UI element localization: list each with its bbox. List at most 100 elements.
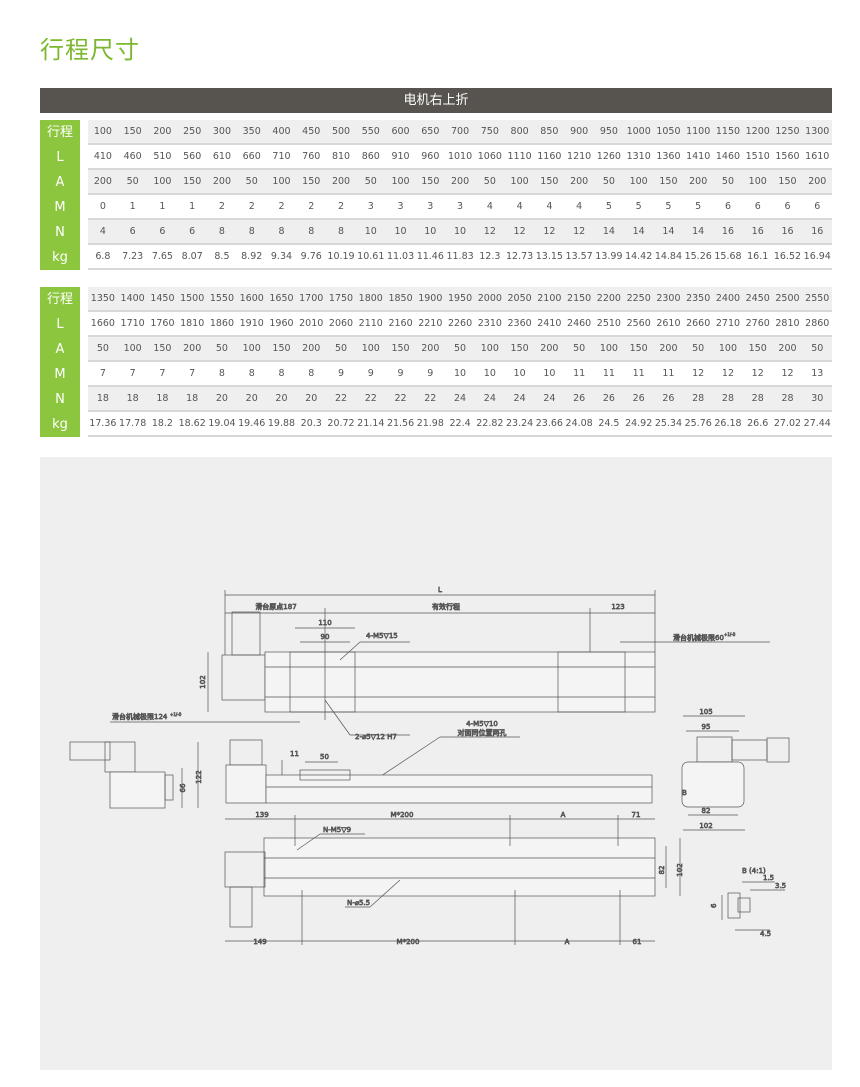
table-cell: 20 xyxy=(245,393,258,404)
table-cell: 50 xyxy=(364,176,377,187)
table-cell: 20 xyxy=(275,393,288,404)
table-cell: 1710 xyxy=(120,318,145,329)
mark-B: B xyxy=(682,789,687,797)
table-cell: 28 xyxy=(751,393,764,404)
table-cell: 800 xyxy=(510,126,529,137)
table-cell: 11 xyxy=(662,368,675,379)
row-label: N xyxy=(55,225,65,240)
table-cell: 2110 xyxy=(358,318,383,329)
table-cell: 1510 xyxy=(745,151,770,162)
table-cell: 6 xyxy=(814,201,821,212)
table-cell: 12 xyxy=(721,368,734,379)
table-cell: 5 xyxy=(605,201,612,212)
table-cell: 8 xyxy=(308,368,315,379)
table-cell: 1750 xyxy=(328,293,354,304)
table-cell: 1360 xyxy=(656,151,681,162)
table-cell: 350 xyxy=(242,126,261,137)
table-cell: 12.3 xyxy=(479,251,501,262)
table-cell: 9.34 xyxy=(270,251,293,262)
table-cell: 2710 xyxy=(715,318,741,329)
table-cell: 26.6 xyxy=(747,418,769,429)
table-cell: 11.03 xyxy=(386,251,415,262)
table-cell: 100 xyxy=(123,343,142,354)
table-cell: 19.88 xyxy=(267,418,296,429)
dim-L: L xyxy=(438,586,442,594)
table-cell: 18 xyxy=(96,393,109,404)
table-cell: 2 xyxy=(248,201,255,212)
table-cell: 17.78 xyxy=(119,418,147,429)
table-cell: 1060 xyxy=(477,151,502,162)
dim-71: 71 xyxy=(632,811,641,819)
table-cell: 14 xyxy=(602,226,615,237)
table-cell: 750 xyxy=(480,126,499,137)
table-cell: 2860 xyxy=(805,318,830,329)
table-cell: 200 xyxy=(302,343,321,354)
dim-3-5: 3.5 xyxy=(775,882,786,890)
table-cell: 5 xyxy=(635,201,642,212)
table-cell: 50 xyxy=(96,343,109,354)
table-cell: 150 xyxy=(629,343,648,354)
table-cell: 26 xyxy=(602,393,615,404)
table-cell: 2310 xyxy=(477,318,502,329)
table-cell: 15.68 xyxy=(714,251,742,262)
table-cell: 8.5 xyxy=(214,251,230,262)
dim-82: 82 xyxy=(702,807,711,815)
table-cell: 150 xyxy=(540,176,559,187)
table-cell: 10.19 xyxy=(327,251,355,262)
table-cell: 8 xyxy=(248,368,255,379)
table-cell: 6.8 xyxy=(95,251,111,262)
table-cell: 11.83 xyxy=(446,251,474,262)
note-limit60: 滑台机械极限60 xyxy=(673,633,724,642)
table-cell: 7 xyxy=(129,368,136,379)
table-cell: 200 xyxy=(451,176,470,187)
table-cell: 1 xyxy=(189,201,196,212)
table-cell: 26 xyxy=(573,393,586,404)
detail-b-label: B (4:1) xyxy=(742,867,766,875)
table-cell: 50 xyxy=(811,343,824,354)
table-cell: 1800 xyxy=(358,293,383,304)
table-cell: 600 xyxy=(391,126,410,137)
note-m5-10: 4-M5▽10 xyxy=(466,720,498,728)
table-cell: 23.24 xyxy=(506,418,534,429)
table-cell: 900 xyxy=(570,126,589,137)
table-cell: 2000 xyxy=(477,293,502,304)
table-cell: 9 xyxy=(427,368,434,379)
table-cell: 2460 xyxy=(567,318,592,329)
table-cell: 8.92 xyxy=(241,251,263,262)
slider-start xyxy=(289,651,356,713)
table-cell: 250 xyxy=(183,126,202,137)
top-view xyxy=(110,590,770,781)
table-cell: 13.99 xyxy=(595,251,623,262)
dim-105: 105 xyxy=(699,708,712,716)
table-cell: 960 xyxy=(421,151,440,162)
dim-m200-top: M*200 xyxy=(391,811,414,819)
motor-coupler xyxy=(221,654,266,701)
table-cell: 12 xyxy=(483,226,496,237)
table-cell: 2400 xyxy=(715,293,741,304)
table-cell: 2510 xyxy=(596,318,621,329)
table-cell: 200 xyxy=(421,343,440,354)
table-cell: 200 xyxy=(183,343,202,354)
table-cell: 200 xyxy=(93,176,112,187)
table-cell: 1260 xyxy=(596,151,621,162)
table-cell: 24.08 xyxy=(565,418,593,429)
table-cell: 6 xyxy=(129,226,136,237)
table-cell: 10 xyxy=(394,226,407,237)
table-cell: 860 xyxy=(361,151,380,162)
table-cell: 24.5 xyxy=(598,418,620,429)
dim-90: 90 xyxy=(321,633,330,641)
table-cell: 2550 xyxy=(805,293,830,304)
rail-body xyxy=(264,651,656,713)
table-cell: 3 xyxy=(367,201,374,212)
table-cell: 7.65 xyxy=(151,251,173,262)
table-cell: 1960 xyxy=(269,318,294,329)
table-cell: 300 xyxy=(212,126,232,137)
row-label: kg xyxy=(52,417,68,432)
table-cell: 6 xyxy=(189,226,196,237)
table-cell: 1100 xyxy=(686,126,711,137)
table-cell: 16 xyxy=(721,226,734,237)
